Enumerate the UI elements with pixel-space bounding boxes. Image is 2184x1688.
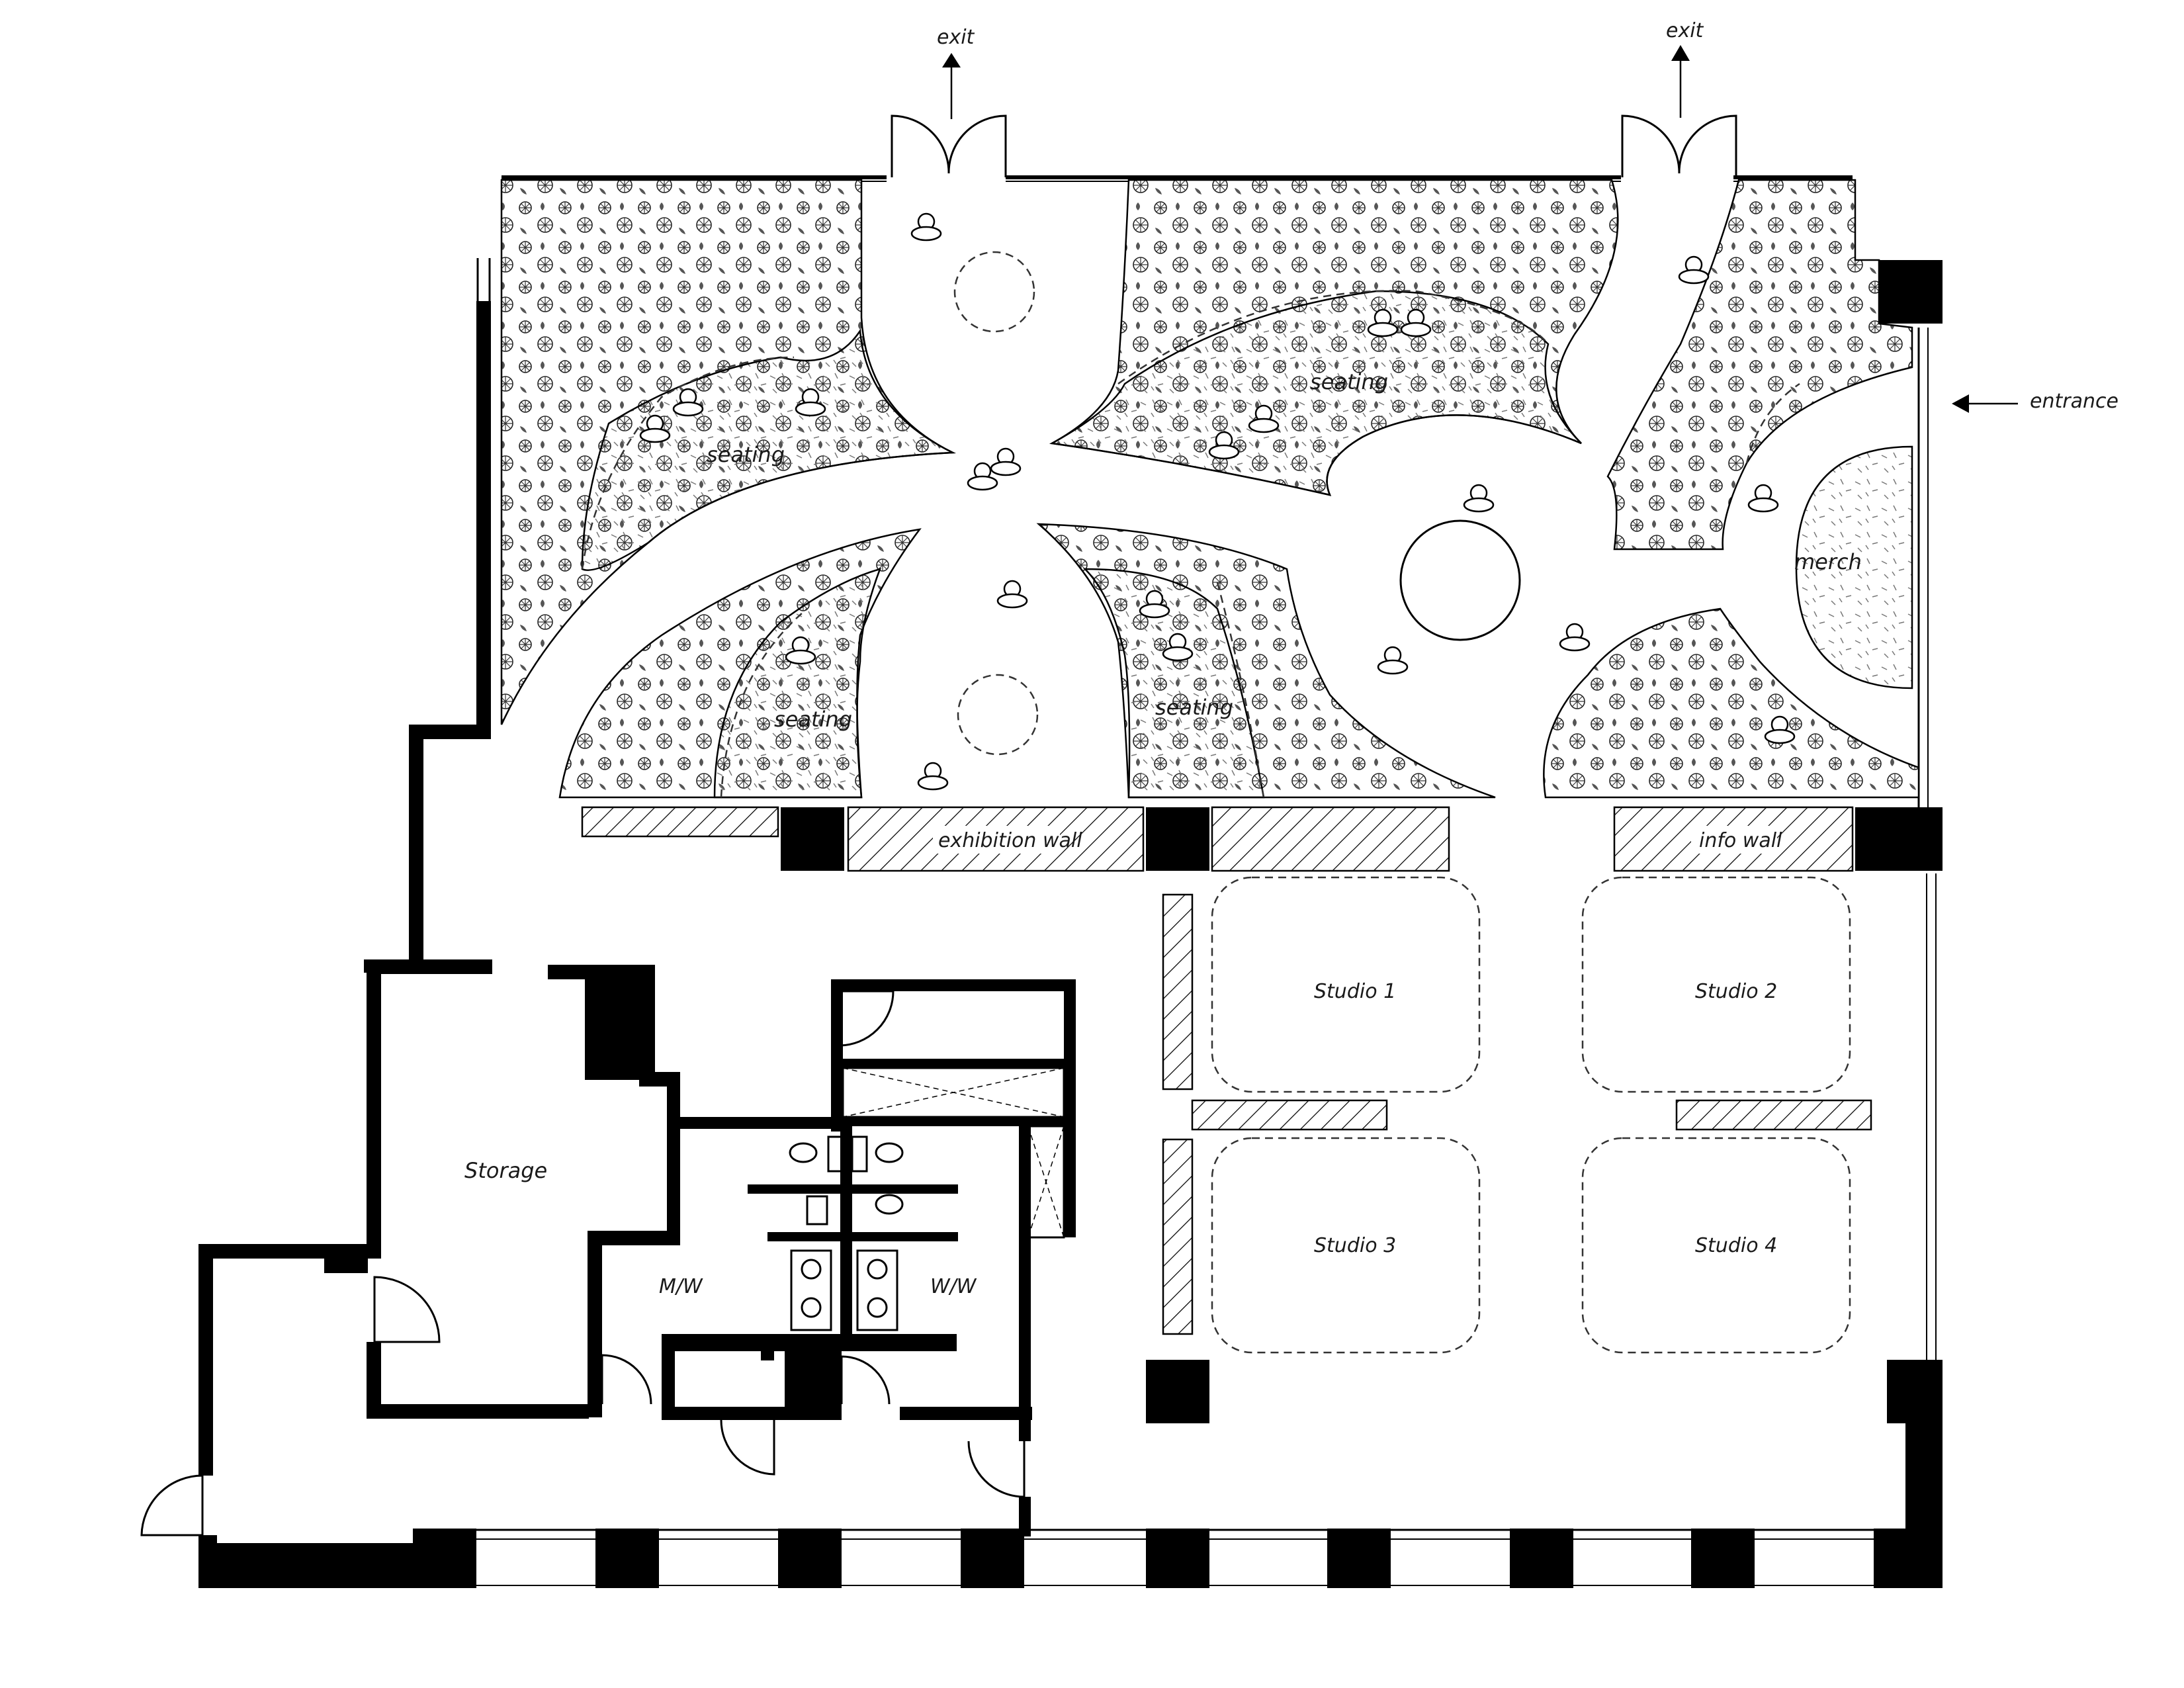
ww-label: W/W (930, 1275, 977, 1298)
studio-1-label: Studio 1 (1314, 980, 1396, 1003)
studio-2 (1581, 876, 1851, 1093)
service-closet (838, 990, 1065, 1239)
storage-label: Storage (464, 1158, 547, 1183)
studio-4 (1581, 1137, 1851, 1354)
studio-3 (1211, 1137, 1481, 1354)
exit-door-left[interactable] (891, 53, 1007, 177)
wc-doors[interactable] (601, 1354, 1026, 1498)
side-exit-door[interactable] (140, 1474, 204, 1536)
sinks (790, 1249, 898, 1331)
planting-top-right (1606, 179, 1913, 551)
studio-2-label: Studio 2 (1695, 980, 1777, 1003)
planting-top-mid (1049, 179, 1619, 496)
seating-label-bottom-left: seating (774, 707, 852, 732)
exit-label-right: exit (1666, 19, 1704, 42)
wc-block (662, 979, 1076, 1536)
merch-label: merch (1794, 549, 1862, 574)
seating-label-bottom-mid: seating (1155, 695, 1233, 720)
bottom-facade (198, 1360, 1943, 1588)
entrance-label: entrance (2030, 390, 2118, 413)
planting-bottom-left (558, 528, 922, 799)
seating-label-top-left: seating (707, 442, 785, 467)
exit-label-left: exit (937, 26, 975, 49)
seating-label-top-mid: seating (1310, 369, 1388, 394)
storage-room (198, 959, 680, 1476)
studio-partitions (1162, 893, 1872, 1335)
entrance-arrow[interactable] (1952, 394, 2018, 413)
studio-1 (1211, 876, 1481, 1093)
left-wall (364, 258, 491, 973)
people-figures (639, 212, 1796, 791)
mw-label: M/W (659, 1275, 703, 1298)
merch-area (1795, 445, 1913, 689)
planting-bottom-right (1543, 607, 1920, 799)
toilets (789, 1135, 904, 1225)
facade-right (1917, 328, 1937, 1360)
studio-3-label: Studio 3 (1314, 1234, 1396, 1257)
circulation-circles (953, 251, 1521, 756)
info-wall-label: info wall (1699, 829, 1782, 852)
exhibition-wall-label: exhibition wall (938, 829, 1082, 852)
exit-door-right[interactable] (1621, 45, 1737, 177)
info-wall (1613, 806, 1854, 872)
storage-door[interactable] (373, 1276, 441, 1343)
studio-4-label: Studio 4 (1695, 1234, 1777, 1257)
planting-bottom-mid (1036, 523, 1496, 799)
planting-top-left (500, 179, 956, 725)
exhibition-wall-label-bg (933, 826, 1060, 854)
